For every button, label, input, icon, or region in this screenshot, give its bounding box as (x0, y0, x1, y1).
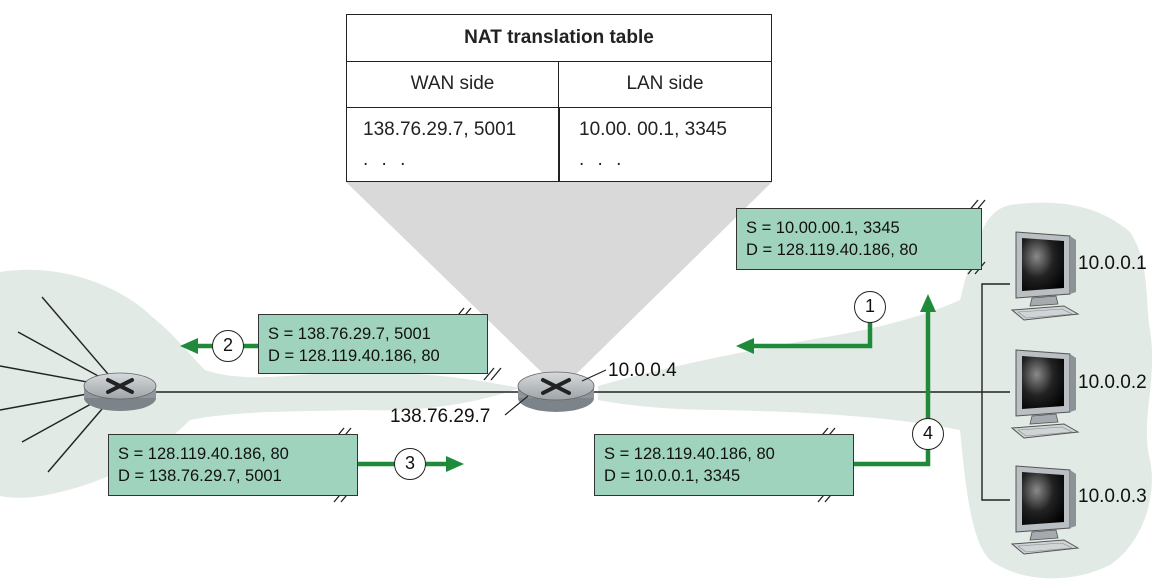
packet-1-source: S = 10.00.00.1, 3345 (746, 219, 900, 237)
nat-row-wan: 138.76.29.7, 5001 (363, 119, 517, 140)
private-network-area (598, 202, 1153, 579)
nat-row-wan-ellipsis: . . . (363, 149, 410, 170)
nat-table-title: NAT translation table (347, 15, 771, 62)
step-2-marker: 2 (212, 330, 244, 362)
packet-3-source: S = 128.119.40.186, 80 (118, 445, 289, 463)
nat-row-lan: 10.00. 00.1, 3345 (579, 119, 727, 140)
internet-router (83, 372, 157, 411)
computer-icon (1010, 231, 1080, 321)
nat-table-divider (558, 107, 560, 181)
step-3-marker: 3 (394, 448, 426, 480)
nat-translation-table: NAT translation table WAN side LAN side … (346, 14, 772, 182)
computer-icon (1010, 349, 1080, 439)
packet-2-destination: D = 128.119.40.186, 80 (268, 347, 440, 365)
packet-2: S = 138.76.29.7, 5001 D = 128.119.40.186… (258, 314, 488, 374)
step-1-marker: 1 (854, 291, 886, 323)
host-1-ip: 10.0.0.1 (1078, 253, 1147, 274)
step-4-marker: 4 (912, 418, 944, 450)
nat-row-lan-ellipsis: . . . (579, 149, 626, 170)
lan-side-header: LAN side (559, 61, 771, 108)
router-wan-ip: 138.76.29.7 (390, 406, 491, 427)
packet-4-source: S = 128.119.40.186, 80 (604, 445, 775, 463)
step1-arrow (752, 320, 873, 349)
packet-4: S = 128.119.40.186, 80 D = 10.0.0.1, 334… (594, 434, 854, 496)
host-2-ip: 10.0.0.2 (1078, 372, 1147, 393)
packet-4-destination: D = 10.0.0.1, 3345 (604, 467, 741, 485)
router-lan-ip: 10.0.0.4 (608, 360, 677, 381)
host-3-ip: 10.0.0.3 (1078, 486, 1147, 507)
packet-1-destination: D = 128.119.40.186, 80 (746, 241, 918, 259)
packet-3: S = 128.119.40.186, 80 D = 138.76.29.7, … (108, 434, 358, 496)
wan-side-header: WAN side (347, 61, 559, 108)
nat-router (517, 371, 595, 412)
packet-2-source: S = 138.76.29.7, 5001 (268, 325, 431, 343)
step4-arrow (854, 312, 931, 467)
packet-1: S = 10.00.00.1, 3345 D = 128.119.40.186,… (736, 208, 982, 270)
lan-bus (981, 283, 1010, 501)
table-zoom-funnel (346, 182, 772, 390)
computer-icon (1010, 465, 1080, 555)
packet-3-destination: D = 138.76.29.7, 5001 (118, 467, 282, 485)
